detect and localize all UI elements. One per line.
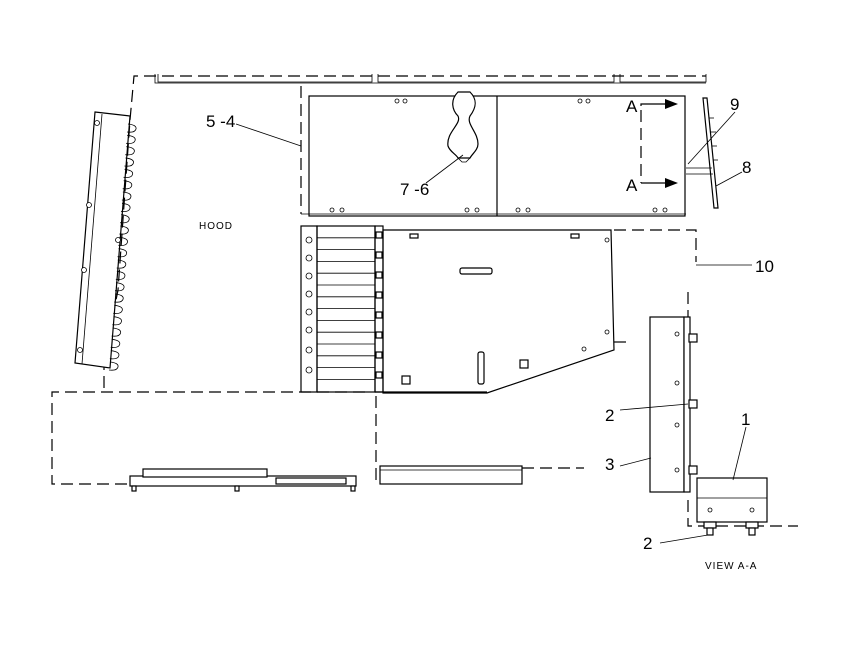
louver-loop	[121, 191, 132, 201]
section-a-markers	[640, 99, 678, 188]
louver-loop	[114, 282, 125, 292]
louver-loop	[122, 180, 133, 190]
louver-loop	[110, 338, 121, 348]
callout-3: 3	[605, 455, 614, 474]
louver-loop	[126, 123, 137, 133]
louver-loop	[116, 259, 127, 269]
hood-label: HOOD	[199, 221, 233, 232]
callout-9: 9	[730, 95, 739, 114]
louver-loop	[108, 361, 119, 371]
louver-loop	[120, 202, 131, 212]
callout-2-upper: 2	[605, 406, 614, 425]
view-a-a-label: VIEW A-A	[705, 561, 757, 572]
callout-2-lower: 2	[643, 534, 652, 553]
base-rails	[129, 465, 523, 492]
louvered-side-panel	[74, 111, 137, 371]
callout-10: 10	[755, 257, 774, 276]
callout-7-6: 7 -6	[400, 180, 429, 199]
louver-loop	[119, 225, 129, 235]
leader-lines	[235, 111, 752, 544]
base-outline	[51, 391, 584, 485]
callout-1: 1	[741, 410, 750, 429]
center-access-panel	[375, 229, 615, 394]
louver-loop	[126, 134, 136, 144]
cutaway-breakout	[447, 91, 479, 163]
louver-loop	[114, 293, 124, 303]
louver-loop	[115, 270, 126, 280]
section-a-top-label: A	[626, 97, 638, 116]
louver-loop	[112, 316, 122, 326]
louver-loop	[111, 327, 122, 337]
louver-loop	[124, 157, 134, 167]
right-dashed-outline	[614, 229, 798, 527]
upper-enclosure	[301, 95, 686, 217]
section-a-bottom-label: A	[626, 176, 638, 195]
radiator-core	[300, 225, 384, 393]
louver-loop	[123, 168, 134, 178]
callout-5-4: 5 -4	[206, 112, 235, 131]
louver-loop	[113, 304, 123, 314]
callout-8: 8	[742, 158, 751, 177]
louver-loop	[109, 350, 120, 360]
louver-loop	[118, 236, 128, 246]
louver-loop	[120, 214, 130, 224]
top-rail	[103, 74, 707, 388]
right-trim	[686, 97, 719, 209]
louver-loop	[125, 146, 135, 156]
louver-loop	[117, 248, 128, 258]
